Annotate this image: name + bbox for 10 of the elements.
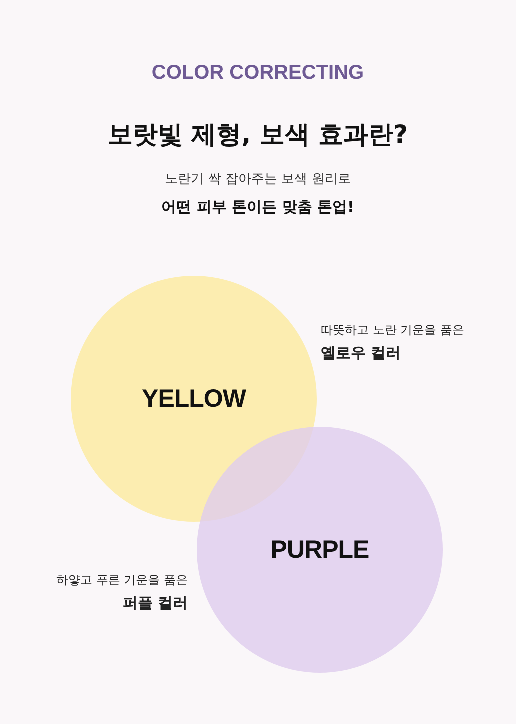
color-name: 옐로우 컬러 (321, 344, 402, 363)
tagline-text: 어떤 피부 톤이든 맞춤 톤업! (160, 198, 356, 217)
color-name: 퍼플 컬러 (122, 594, 188, 613)
tagline-text: 노란기 싹 잡아주는 보색 원리로 (164, 171, 352, 188)
description-text: 따뜻하고 노란 기운을 품은 (321, 322, 464, 339)
circle-label: PURPLE (270, 536, 370, 564)
title: 보랏빛 제형, 보색 효과란? (106, 119, 410, 151)
circle-label: YELLOW (142, 384, 246, 414)
subtitle-heading: COLOR CORRECTING (150, 62, 366, 85)
description-text: 하얗고 푸른 기운을 품은 (56, 572, 188, 589)
